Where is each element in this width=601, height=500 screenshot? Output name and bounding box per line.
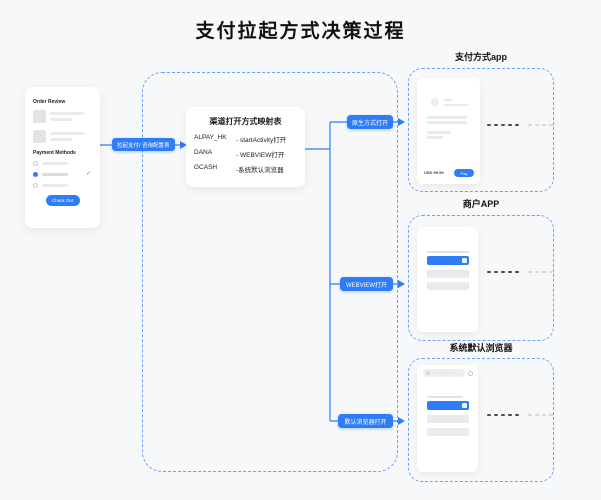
dash-connector (487, 124, 553, 126)
panel-title-default-browser: 系统默认浏览器 (449, 343, 513, 353)
launch-payment-chip: 拉起支付/ 咨询配置表 (112, 138, 175, 151)
table-row: DANA - WEBVIEW打开 (194, 149, 297, 159)
branch-native-chip: 原生方式打开 (347, 115, 393, 129)
branch-webview-chip: WEBVIEW打开 (340, 277, 393, 291)
decision-flow-container (142, 72, 398, 472)
panel-payment-app (408, 68, 554, 192)
refresh-icon (468, 371, 473, 376)
open-method: -系统默认浏览器 (236, 167, 284, 174)
panel-default-browser (408, 358, 554, 482)
panel-merchant-app (408, 215, 554, 341)
wallet-logo-icon (462, 258, 467, 263)
order-review-heading: Order Review (33, 99, 66, 105)
browser-screen-mockup (417, 365, 478, 472)
highlighted-input (427, 401, 469, 410)
dash-connector (487, 271, 553, 273)
payment-app-screen-mockup: USD 99.99 Pay (417, 78, 480, 184)
pay-button: Pay (454, 169, 474, 177)
radio-icon (33, 183, 38, 188)
open-method: - startActivity打开 (236, 137, 287, 144)
open-method: - WEBVIEW打开 (236, 152, 285, 159)
checkout-phone-mockup: Order Review Payment Methods ✓ Check Out (25, 87, 100, 228)
page-title: 支付拉起方式决策过程 (195, 21, 406, 42)
payment-option-selected: ✓ (33, 171, 92, 177)
url-bar (423, 369, 465, 377)
payment-option (33, 183, 92, 188)
price-label: USD 99.99 (424, 170, 444, 175)
mapping-table-card: 渠道打开方式映射表 ALPAY_HK - startActivity打开 DAN… (186, 107, 305, 187)
radio-icon (33, 161, 38, 166)
mapping-table-title: 渠道打开方式映射表 (209, 117, 282, 126)
channel-name: DANA (194, 149, 213, 156)
channel-name: ALPAY_HK (194, 134, 227, 141)
product-thumbnail (33, 110, 46, 123)
panel-title-merchant-app: 商户APP (462, 199, 500, 209)
check-out-button: Check Out (45, 195, 80, 206)
check-icon: ✓ (85, 171, 91, 177)
favicon-icon (426, 371, 430, 375)
table-row: ALPAY_HK - startActivity打开 (194, 134, 297, 144)
panel-title-payment-app: 支付方式app (454, 52, 507, 62)
channel-name: GCASH (194, 164, 218, 171)
avatar-icon (431, 98, 439, 106)
merchant-app-screen-mockup (417, 227, 478, 332)
order-item (33, 110, 92, 123)
wallet-logo-icon (462, 403, 467, 408)
product-thumbnail (33, 130, 46, 143)
payment-option (33, 161, 92, 166)
radio-selected-icon (33, 172, 38, 177)
payment-methods-heading: Payment Methods (33, 150, 76, 156)
table-row: GCASH -系统默认浏览器 (194, 164, 297, 174)
dash-connector (487, 414, 553, 416)
order-item (33, 130, 92, 143)
branch-default-browser-chip: 默认浏览器打开 (338, 414, 393, 428)
highlighted-input (427, 256, 469, 265)
